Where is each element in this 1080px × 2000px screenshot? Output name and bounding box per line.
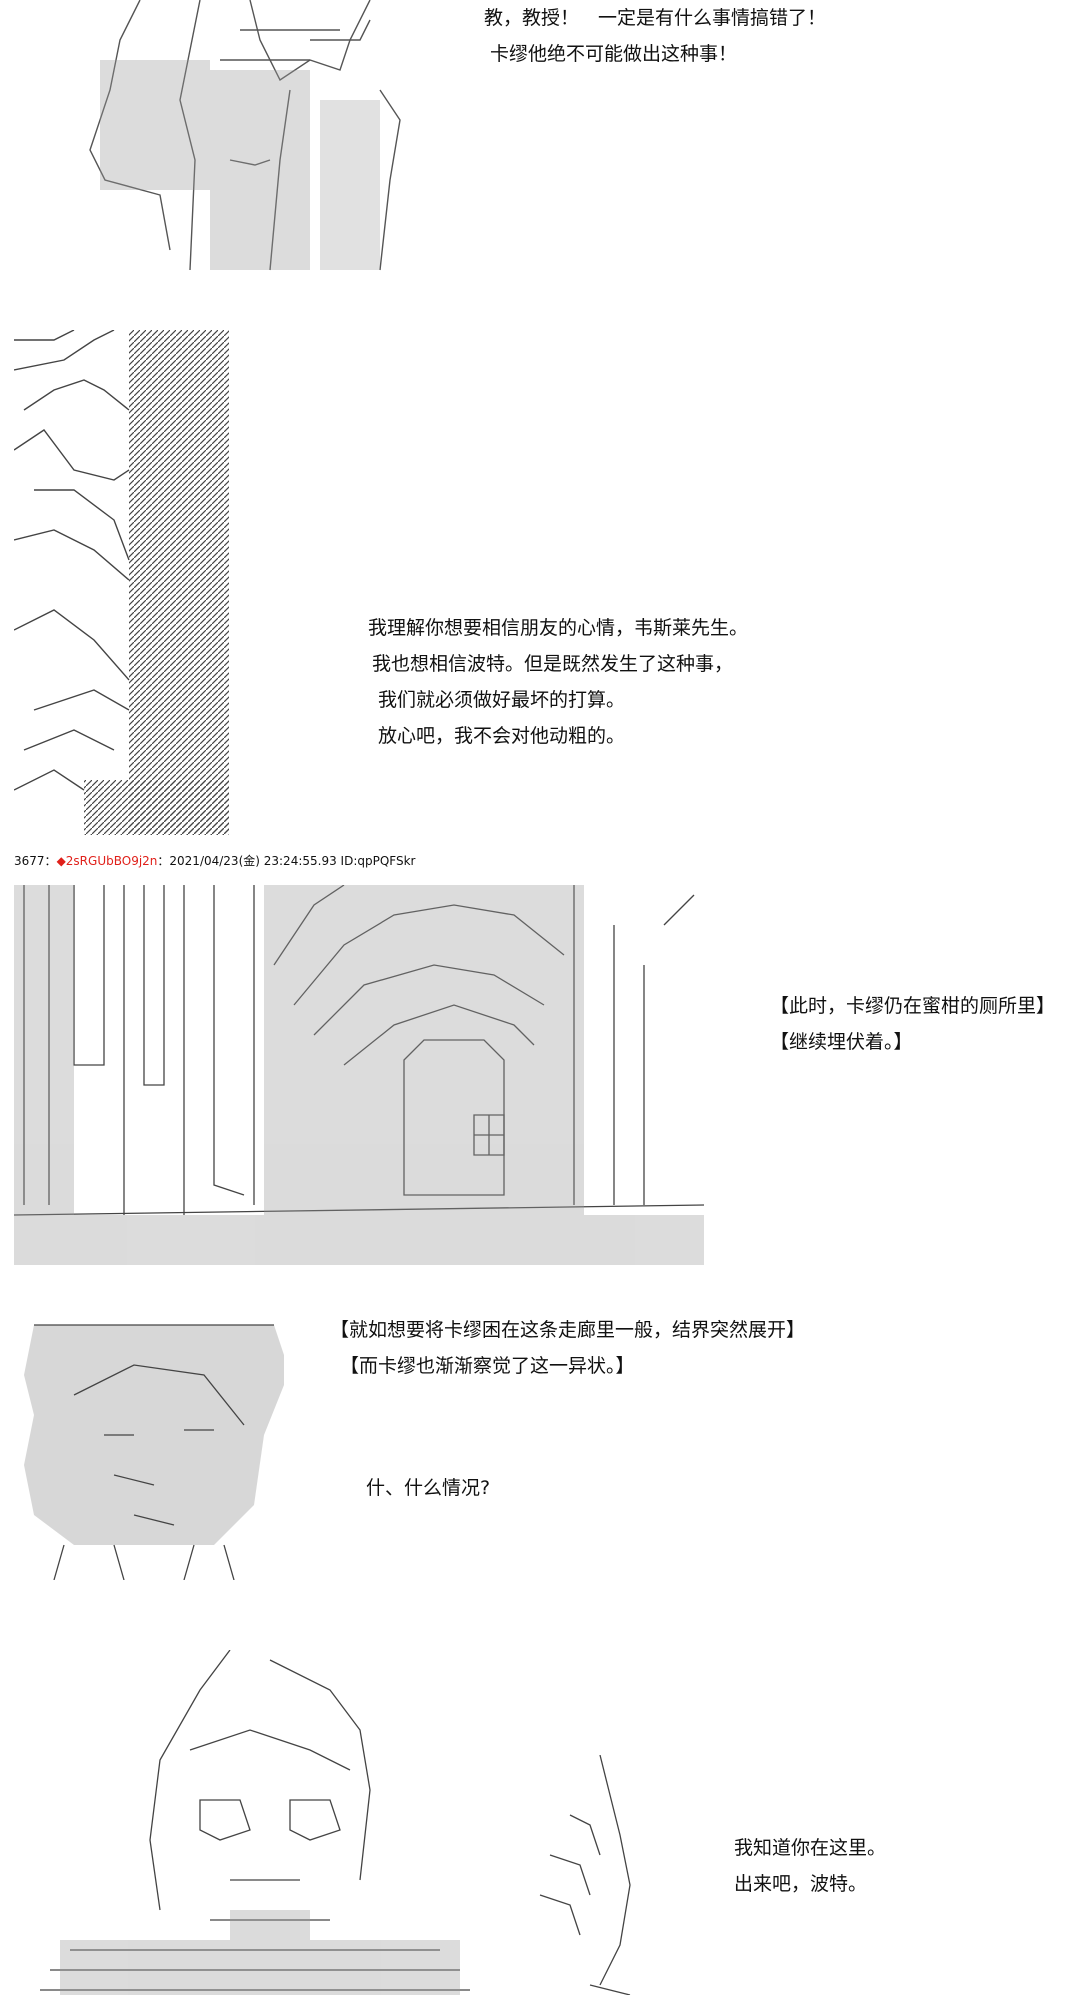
narration-line: 【而卡缪也渐渐察觉了这一异状。】 (340, 1355, 635, 1377)
dialog-line: 卡缪他绝不可能做出这种事！ (490, 43, 738, 65)
dialog-line: 出来吧，波特。 (734, 1873, 868, 1895)
dialog-line: 什、什么情况? (366, 1477, 491, 1499)
dialog-line: 放心吧，我不会对他动粗的。 (378, 725, 626, 747)
ascii-art-professor (14, 330, 229, 835)
post-separator: ： (44, 854, 57, 868)
narration-line: 【继续埋伏着。】 (770, 1031, 913, 1053)
dialog-line: 我知道你在这里。 (734, 1837, 887, 1859)
ascii-art-two-students (89, 0, 401, 271)
trip-diamond: ◆ (56, 854, 66, 868)
narration-barrier: 【就如想要将卡缪困在这条走廊里一般，结界突然展开】 【而卡缪也渐渐察觉了这一异状… (330, 1312, 805, 1384)
narration-ambush: 【此时，卡缪仍在蜜柑的厕所里】 【继续埋伏着。】 (770, 988, 1055, 1060)
dialog-professor-protest: 教，教授！ 一定是有什么事情搞错了！ 卡缪他绝不可能做出这种事！ (484, 0, 826, 72)
narration-line: 【此时，卡缪仍在蜜柑的厕所里】 (770, 995, 1056, 1017)
dialog-professor-call: 我知道你在这里。 出来吧，波特。 (734, 1830, 886, 1902)
ascii-art-corridor (14, 885, 704, 1265)
post-number: 3677 (14, 854, 45, 868)
ascii-art-hand (539, 1755, 631, 1995)
dialog-line: 教，教授！ 一定是有什么事情搞错了！ (484, 7, 827, 29)
post-header: 3677：◆2sRGUbBO9j2n：2021/04/23(金) 23:24:5… (14, 852, 415, 869)
dialog-professor-reply: 我理解你想要相信朋友的心情，韦斯莱先生。 我也想相信波特。但是既然发生了这种事，… (368, 610, 748, 754)
ascii-art-camus-barrier (24, 1324, 284, 1580)
dialog-line: 我理解你想要相信朋友的心情，韦斯莱先生。 (368, 617, 749, 639)
dialog-line: 我们就必须做好最坏的打算。 (378, 689, 626, 711)
dialog-camus-confused: 什、什么情况? (366, 1470, 490, 1506)
post-trip[interactable]: 2sRGUbBO9j2n (65, 854, 158, 868)
ascii-art-professor-face (40, 1650, 470, 1995)
post-date: ：2021/04/23(金) 23:24:55.93 ID:qpPQFSkr (157, 854, 416, 868)
narration-line: 【就如想要将卡缪困在这条走廊里一般，结界突然展开】 (330, 1319, 806, 1341)
dialog-line: 我也想相信波特。但是既然发生了这种事， (372, 653, 734, 675)
